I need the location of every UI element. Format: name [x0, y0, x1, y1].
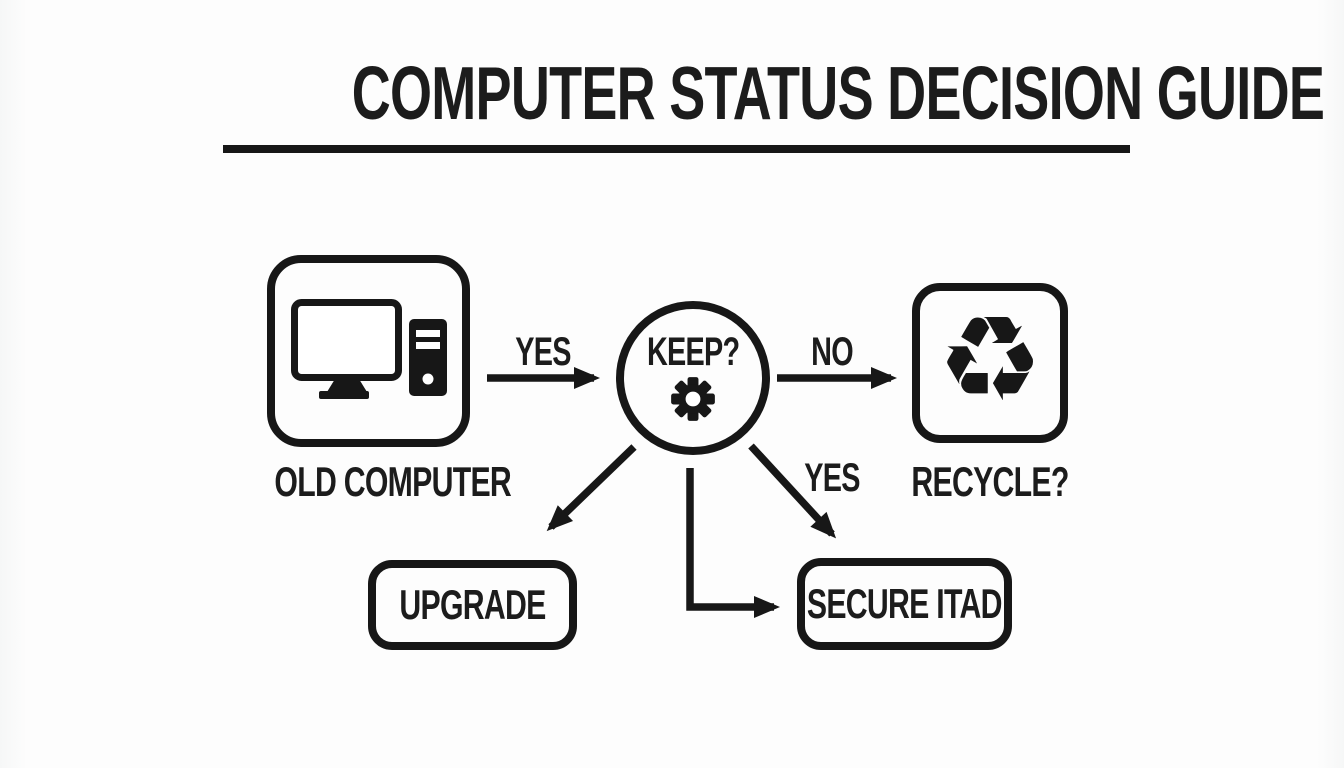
upgrade-label: UPGRADE [399, 581, 546, 628]
node-keep-decision: KEEP? [616, 301, 770, 455]
edge-label-yes-old-to-keep: YES [515, 330, 571, 374]
node-recycle: ♻ [912, 283, 1068, 443]
edge-keep-to-secure-elbow-arrow [686, 468, 780, 618]
recycle-icon: ♻ [937, 290, 1043, 428]
page-title: COMPUTER STATUS DECISION GUIDE [351, 51, 1325, 135]
desktop-computer-icon [290, 298, 447, 399]
node-secure-itad: SECURE ITAD [797, 558, 1012, 650]
edge-keep-to-upgrade-arrow [546, 444, 637, 532]
title-underline [223, 145, 1130, 153]
node-old-computer [267, 255, 470, 447]
node-upgrade: UPGRADE [368, 560, 577, 650]
edge-label-yes-keep-to-secure: YES [804, 456, 860, 500]
old-computer-label: OLD COMPUTER [274, 458, 512, 505]
keep-label: KEEP? [646, 330, 740, 374]
edge-label-no-keep-to-recycle: NO [811, 330, 853, 374]
secure-itad-label: SECURE ITAD [807, 580, 1003, 627]
recycle-label: RECYCLE? [911, 458, 1069, 505]
gear-icon [671, 377, 715, 421]
